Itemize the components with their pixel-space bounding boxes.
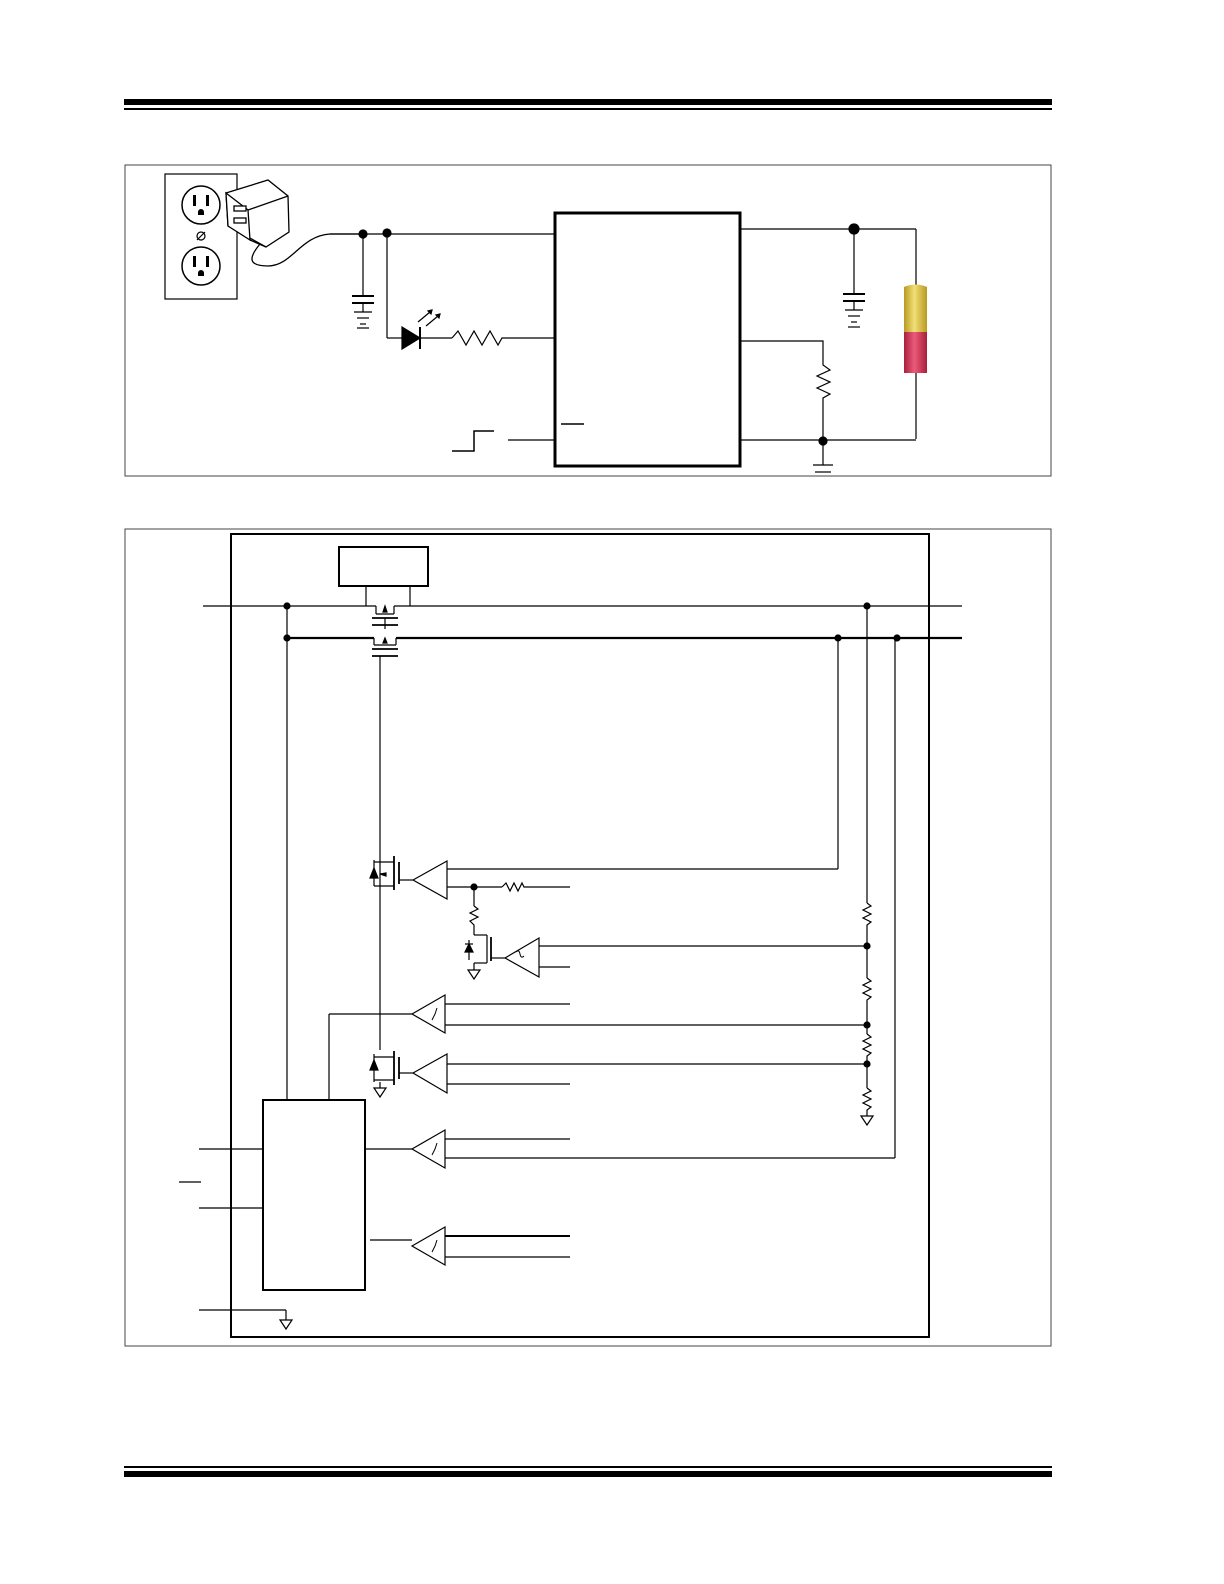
charger-ic-block — [553, 211, 742, 468]
ground-symbol — [813, 441, 833, 473]
led-resistor — [451, 329, 555, 347]
prog-resistor — [740, 340, 916, 446]
comparators — [328, 638, 896, 1267]
figure-2-panel — [124, 528, 1052, 1347]
wall-outlet-icon — [164, 173, 238, 300]
charge-control-logic — [179, 1099, 366, 1291]
footer-rule-thin — [124, 1466, 1052, 1468]
reference-block — [338, 546, 429, 587]
battery-cell — [904, 284, 927, 439]
status-led — [386, 233, 452, 351]
wall-adapter-icon — [225, 179, 362, 267]
voltage-amp — [464, 934, 867, 981]
ground-symbol — [199, 1309, 294, 1331]
reverse-blocking-fet — [372, 636, 398, 862]
input-capacitor — [330, 228, 555, 329]
ic-boundary — [230, 533, 930, 1338]
power-rails — [203, 586, 962, 1100]
enable-pulse — [452, 430, 555, 452]
figure-1-panel — [124, 164, 1052, 477]
current-amp — [369, 638, 839, 1050]
header-rule-thick — [124, 99, 1052, 105]
resistor-divider — [859, 606, 875, 1127]
output-capacitor — [740, 223, 917, 328]
pass-transistor — [372, 604, 398, 629]
footer-rule-thick — [124, 1471, 1052, 1477]
header-rule-thin — [124, 108, 1052, 110]
